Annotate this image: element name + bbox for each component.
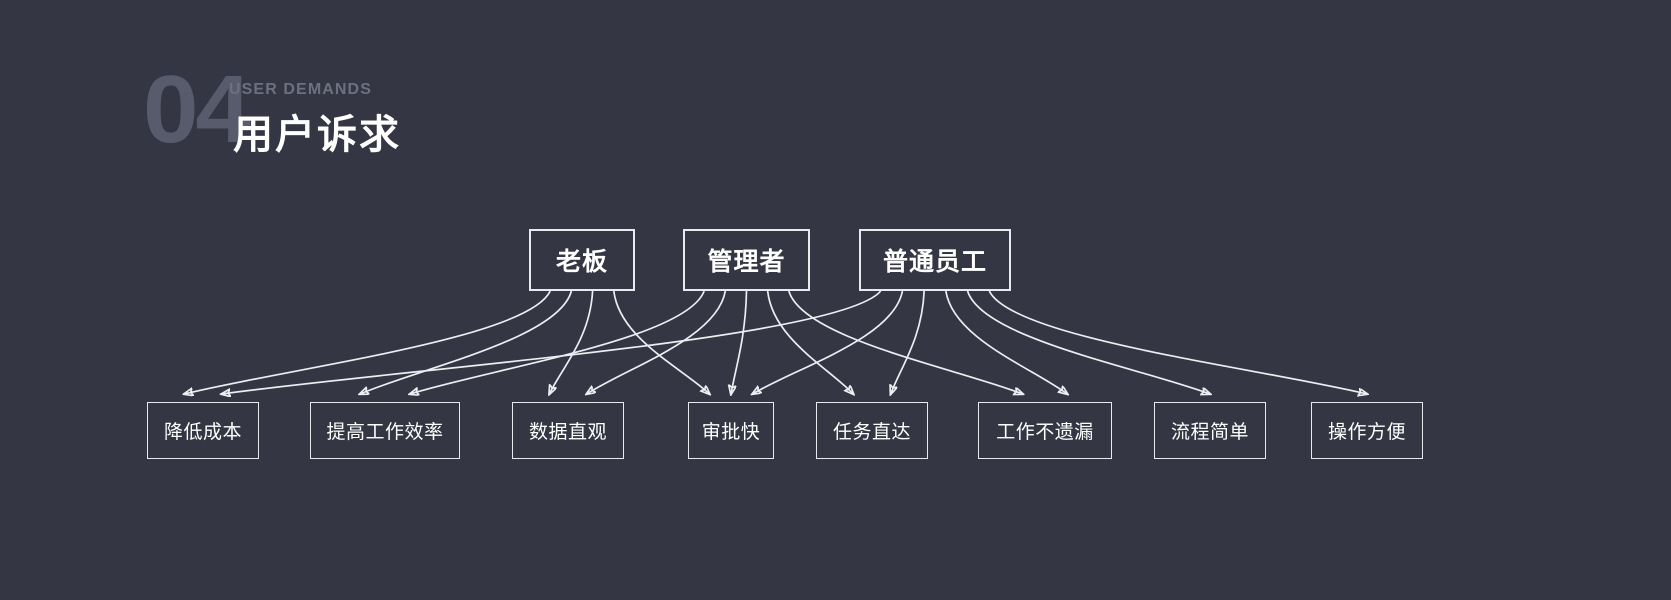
source-node-employee[interactable]: 普通员工	[859, 229, 1011, 291]
node-label: 普通员工	[882, 248, 987, 276]
node-label: 任务直达	[832, 422, 911, 443]
node-label: 操作方便	[1327, 422, 1406, 443]
target-node-simple[interactable]: 流程简单	[1154, 402, 1266, 459]
target-node-nomiss[interactable]: 工作不遗漏	[978, 402, 1112, 459]
node-label: 提高工作效率	[326, 422, 444, 443]
page-title: 用户诉求	[233, 113, 401, 157]
target-node-data[interactable]: 数据直观	[512, 402, 624, 459]
edge-employee-to-cost	[222, 290, 882, 394]
edge-employee-to-simple	[966, 290, 1210, 394]
target-node-approval[interactable]: 审批快	[688, 402, 774, 459]
node-label: 降低成本	[163, 422, 242, 443]
edge-employee-to-task	[891, 290, 925, 394]
edge-manager-to-task	[766, 290, 854, 394]
node-label: 工作不遗漏	[996, 422, 1094, 443]
node-label: 流程简单	[1170, 422, 1249, 443]
edge-manager-to-approval	[731, 290, 748, 394]
source-node-boss[interactable]: 老板	[529, 229, 635, 291]
edge-boss-to-approval	[612, 290, 710, 394]
node-label: 老板	[555, 248, 608, 276]
section-number: 04	[143, 56, 251, 163]
target-node-cost[interactable]: 降低成本	[147, 402, 259, 459]
node-label: 数据直观	[528, 422, 607, 443]
target-node-efficiency[interactable]: 提高工作效率	[310, 402, 460, 459]
target-node-easy[interactable]: 操作方便	[1311, 402, 1423, 459]
node-label: 审批快	[701, 422, 761, 443]
edge-manager-to-nomiss	[788, 290, 1023, 394]
node-label: 管理者	[707, 248, 786, 276]
slide-header: 04 USER DEMANDS 用户诉求	[143, 62, 613, 172]
source-node-manager[interactable]: 管理者	[683, 229, 810, 291]
edge-employee-to-easy	[988, 290, 1367, 394]
edge-manager-to-efficiency	[410, 290, 705, 394]
edge-boss-to-efficiency	[360, 290, 573, 394]
edge-boss-to-cost	[184, 290, 551, 394]
target-node-task[interactable]: 任务直达	[816, 402, 928, 459]
edge-boss-to-data	[549, 290, 594, 394]
edge-employee-to-nomiss	[945, 290, 1067, 394]
edge-manager-to-data	[587, 290, 727, 394]
edge-employee-to-approval	[753, 290, 904, 394]
section-eyebrow: USER DEMANDS	[229, 81, 372, 98]
